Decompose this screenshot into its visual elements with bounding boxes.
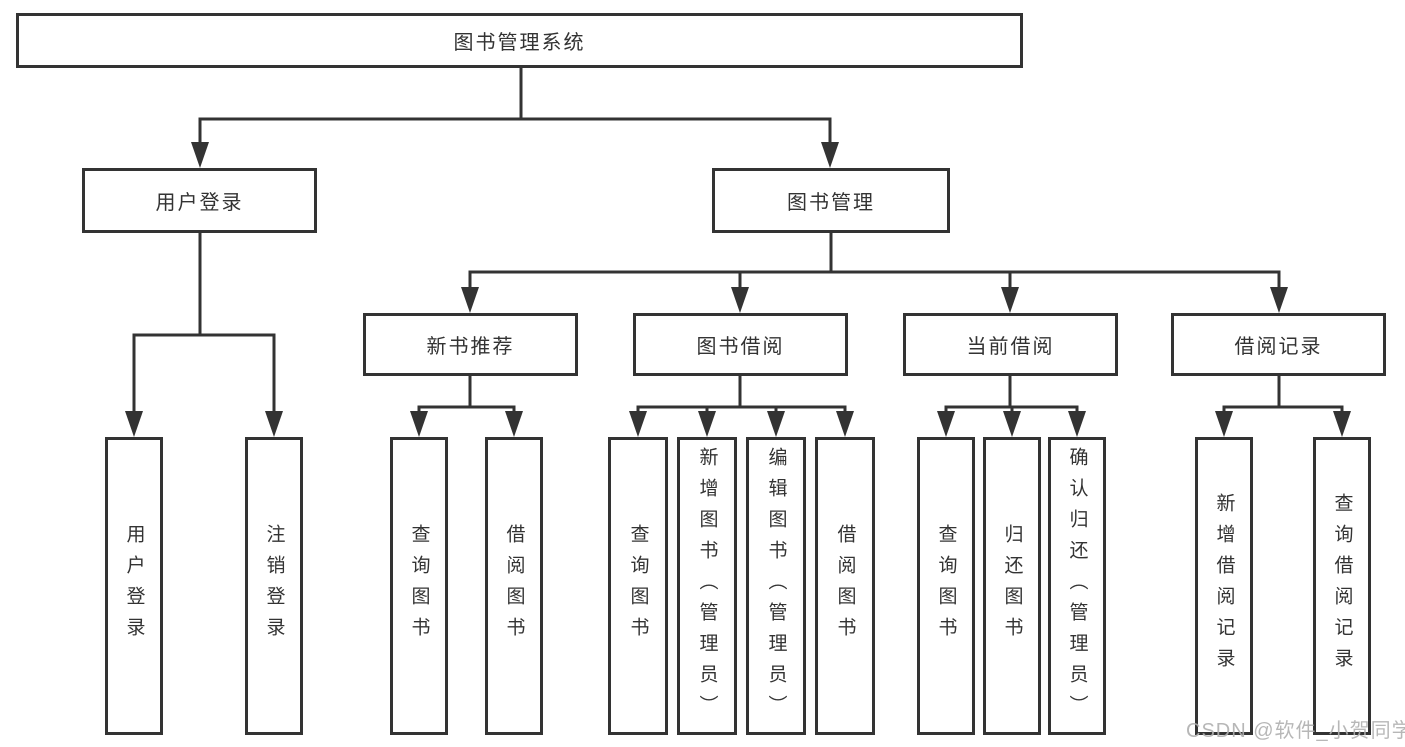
- arrow-down-icon: [410, 411, 428, 437]
- leaf-user-login: 用户登录: [105, 437, 163, 735]
- leaf-query-books-1-label: 查询图书: [408, 524, 430, 648]
- arrow-down-icon: [767, 411, 785, 437]
- edge-records-to-leaves: [1222, 376, 1344, 415]
- leaf-user-login-label: 用户登录: [123, 524, 145, 648]
- node-book-borrow-label: 图书借阅: [696, 336, 785, 358]
- leaf-borrow-books-1-label: 借阅图书: [503, 524, 525, 648]
- edge-current-to-leaves: [944, 376, 1079, 415]
- node-library-system-label: 图书管理系统: [453, 32, 586, 54]
- node-current-borrow: 当前借阅: [903, 313, 1118, 376]
- arrow-down-icon: [265, 411, 283, 437]
- leaf-query-books-3-label: 查询图书: [935, 524, 957, 648]
- arrow-down-icon: [505, 411, 523, 437]
- arrow-down-icon: [731, 287, 749, 313]
- edge-borrow-to-leaves: [636, 376, 847, 415]
- arrow-down-icon: [1215, 411, 1233, 437]
- arrow-down-icon: [1001, 287, 1019, 313]
- node-user-login-label: 用户登录: [155, 192, 244, 214]
- arrow-down-icon: [629, 411, 647, 437]
- node-book-management: 图书管理: [712, 168, 950, 233]
- node-current-borrow-label: 当前借阅: [966, 336, 1055, 358]
- node-book-management-label: 图书管理: [787, 192, 875, 214]
- leaf-logout: 注销登录: [245, 437, 303, 735]
- leaf-edit-book-admin-label: 编辑图书（管理员）: [765, 446, 787, 726]
- arrow-down-icon: [1068, 411, 1086, 437]
- arrow-down-icon: [937, 411, 955, 437]
- arrow-down-icon: [821, 142, 839, 168]
- leaf-query-books-3: 查询图书: [917, 437, 975, 735]
- leaf-add-borrow-record: 新增借阅记录: [1195, 437, 1253, 735]
- node-borrow-records: 借阅记录: [1171, 313, 1386, 376]
- leaf-borrow-books-2-label: 借阅图书: [834, 524, 856, 648]
- leaf-return-book-label: 归还图书: [1001, 524, 1023, 648]
- edge-bookmgmt-to-level3: [468, 233, 1281, 292]
- node-user-login: 用户登录: [82, 168, 317, 233]
- edge-root-to-level2: [198, 68, 832, 146]
- node-book-borrow: 图书借阅: [633, 313, 848, 376]
- node-new-book-recommend: 新书推荐: [363, 313, 578, 376]
- leaf-query-books-2: 查询图书: [608, 437, 668, 735]
- arrow-down-icon: [461, 287, 479, 313]
- edge-newbooks-to-leaves: [417, 376, 516, 415]
- node-library-system: 图书管理系统: [16, 13, 1023, 68]
- node-borrow-records-label: 借阅记录: [1234, 336, 1323, 358]
- leaf-confirm-return-admin: 确认归还（管理员）: [1048, 437, 1106, 735]
- leaf-confirm-return-admin-label: 确认归还（管理员）: [1066, 446, 1088, 726]
- arrow-down-icon: [836, 411, 854, 437]
- leaf-query-books-2-label: 查询图书: [627, 524, 649, 648]
- leaf-borrow-books-2: 借阅图书: [815, 437, 875, 735]
- arrow-down-icon: [698, 411, 716, 437]
- leaf-return-book: 归还图书: [983, 437, 1041, 735]
- leaf-query-borrow-record: 查询借阅记录: [1313, 437, 1371, 735]
- arrow-down-icon: [1333, 411, 1351, 437]
- leaf-edit-book-admin: 编辑图书（管理员）: [746, 437, 806, 735]
- leaf-query-borrow-record-label: 查询借阅记录: [1331, 493, 1353, 679]
- arrow-down-icon: [1003, 411, 1021, 437]
- leaf-add-book-admin: 新增图书（管理员）: [677, 437, 737, 735]
- watermark: CSDN @软件_小贺同学: [1186, 720, 1405, 742]
- leaf-add-borrow-record-label: 新增借阅记录: [1213, 493, 1235, 679]
- leaf-borrow-books-1: 借阅图书: [485, 437, 543, 735]
- leaf-query-books-1: 查询图书: [390, 437, 448, 735]
- leaf-logout-label: 注销登录: [263, 524, 285, 648]
- arrow-down-icon: [191, 142, 209, 168]
- arrow-down-icon: [125, 411, 143, 437]
- edge-userlogin-to-leaves: [132, 233, 276, 415]
- arrow-down-icon: [1270, 287, 1288, 313]
- node-new-book-recommend-label: 新书推荐: [426, 336, 515, 358]
- leaf-add-book-admin-label: 新增图书（管理员）: [696, 446, 718, 726]
